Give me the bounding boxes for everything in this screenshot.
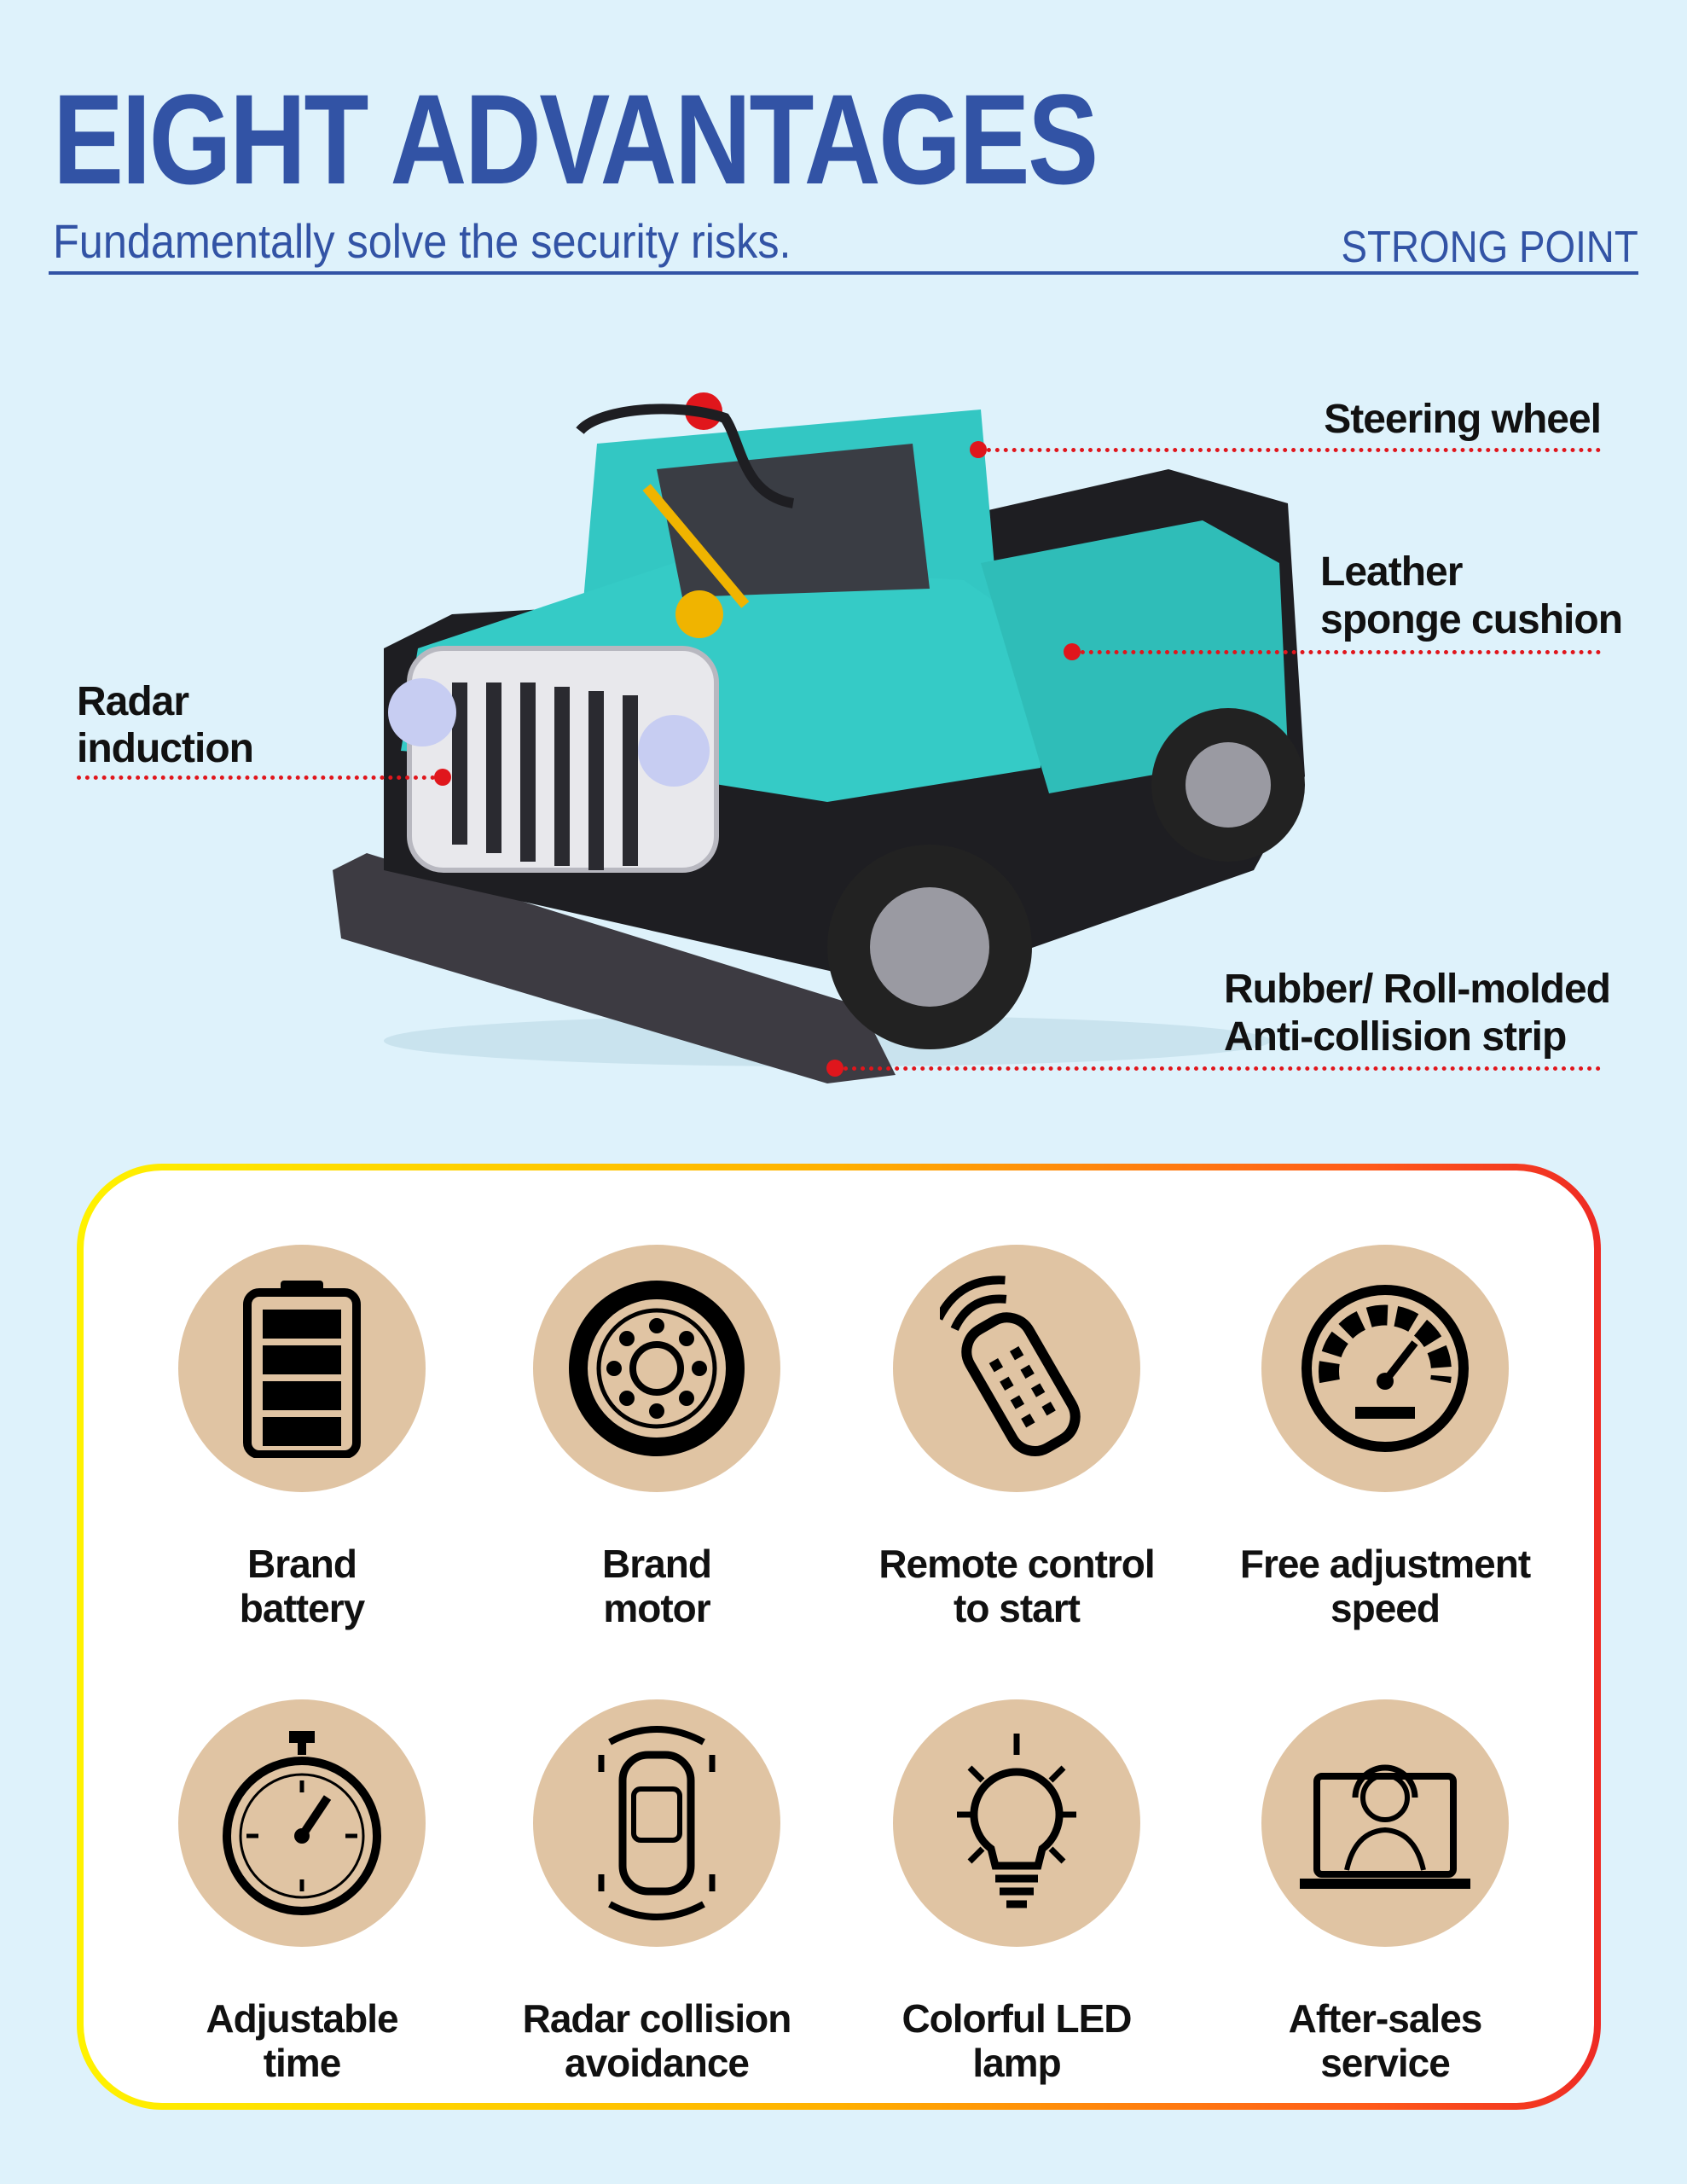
support-agent-icon	[1300, 1764, 1470, 1889]
remote-icon	[940, 1275, 1081, 1456]
feature-label: After-sales	[1288, 1996, 1483, 2041]
section-tag: STRONG POINT	[1341, 223, 1638, 272]
header-divider	[49, 271, 1638, 275]
feature-label: Brand	[602, 1542, 712, 1586]
feature-label: Free adjustment	[1239, 1542, 1531, 1586]
callout-line	[1072, 650, 1601, 654]
bumper-car-image	[333, 392, 1305, 1083]
bulb-icon	[957, 1734, 1076, 1908]
callout-dot	[434, 769, 451, 786]
callout-line	[77, 775, 443, 780]
car-radar-icon	[598, 1726, 716, 1920]
feature-label: Adjustable	[206, 1996, 398, 2041]
callout-line	[978, 448, 1601, 452]
callout-strip-line1: Rubber/ Roll-molded	[1224, 967, 1611, 1012]
stopwatch-icon	[223, 1731, 381, 1915]
callout-dot	[1064, 643, 1081, 660]
subtitle: Fundamentally solve the security risks.	[53, 214, 791, 268]
feature-label: service	[1320, 2041, 1451, 2085]
callout-cushion-line2: sponge cushion	[1320, 597, 1623, 642]
feature-label: time	[263, 2041, 342, 2085]
callout-line	[835, 1066, 1601, 1071]
callout-cushion-line1: Leather	[1320, 549, 1463, 595]
feature-label: lamp	[972, 2041, 1061, 2085]
feature-label: avoidance	[565, 2041, 750, 2085]
feature-label: Colorful LED	[901, 1996, 1132, 2041]
feature-label: Remote control	[878, 1542, 1155, 1586]
feature-label: battery	[239, 1586, 365, 1630]
feature-label: to start	[954, 1586, 1081, 1630]
feature-label: Radar collision	[522, 1996, 792, 2041]
speedometer-icon	[1301, 1285, 1469, 1452]
callout-radar-line2: induction	[77, 726, 254, 771]
callout-steering-wheel: Steering wheel	[1324, 397, 1602, 442]
callout-dot	[826, 1060, 844, 1077]
feature-label: motor	[603, 1586, 710, 1630]
callout-strip-line2: Anti-collision strip	[1224, 1014, 1567, 1060]
callout-radar-line1: Radar	[77, 679, 189, 724]
feature-label: Brand	[247, 1542, 357, 1586]
feature-label: speed	[1330, 1586, 1441, 1630]
wheel-icon	[569, 1281, 745, 1456]
page-title: EIGHT ADVANTAGES	[53, 67, 1099, 211]
battery-icon	[243, 1281, 361, 1458]
callout-dot	[970, 441, 987, 458]
